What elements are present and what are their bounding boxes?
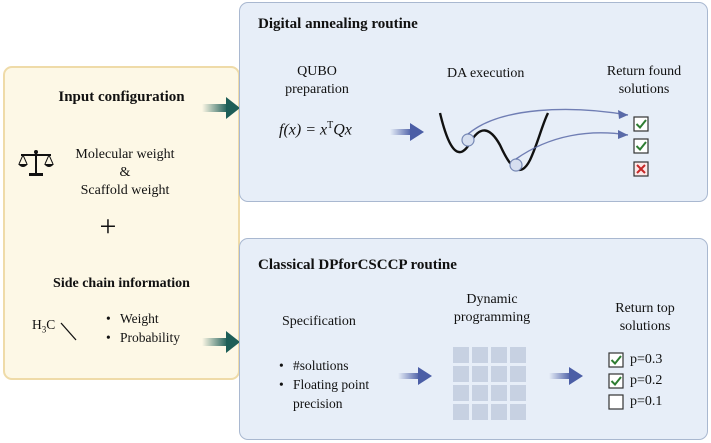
bullet-floating-point: Floating point (293, 375, 369, 394)
dp-table-grid (453, 347, 526, 420)
side-chain-title: Side chain information (53, 276, 190, 291)
specification-bullets: #solutions Floating point precision (279, 356, 369, 413)
grid-cell (491, 347, 507, 363)
methyl-h: H (32, 317, 42, 332)
arrow-to-dp-icon (202, 331, 240, 353)
return-top-line2: solutions (619, 319, 671, 334)
qubo-line2: preparation (285, 82, 349, 97)
solution-label: p=0.2 (630, 372, 663, 388)
qubo-formula: f(x) = xTQx (279, 120, 352, 139)
grid-cell (491, 366, 507, 382)
grid-cell (472, 385, 488, 401)
grid-cell (453, 385, 469, 401)
qubo-line1: QUBO (297, 64, 337, 79)
check-icon (633, 116, 649, 132)
formula-lhs: f(x) = x (279, 121, 328, 139)
weight-description: Molecular weight & Scaffold weight (60, 146, 190, 200)
grid-cell (453, 366, 469, 382)
return-found-solutions-label: Return found solutions (589, 63, 699, 99)
balance-scale-icon (18, 150, 54, 176)
solution-row: p=0.1 (608, 391, 662, 412)
grid-cell (472, 366, 488, 382)
grid-cell (453, 404, 469, 420)
return-top-solutions-label: Return top solutions (590, 300, 700, 336)
grid-cell (510, 404, 526, 420)
bullet-precision: precision (293, 396, 343, 411)
energy-landscape-diagram (438, 108, 629, 172)
bullet-solutions: #solutions (293, 356, 369, 375)
grid-cell (491, 385, 507, 401)
cross-icon (633, 161, 649, 177)
dynamic-line2: programming (453, 310, 531, 325)
arrow-to-da-exec-icon (390, 123, 424, 141)
molecular-weight-label: Molecular weight (75, 147, 175, 162)
check-icon (633, 138, 649, 154)
checkbox-checked-icon (608, 372, 624, 389)
grid-cell (510, 385, 526, 401)
solution-row: p=0.2 (608, 370, 662, 391)
da-execution-label: DA execution (447, 66, 525, 81)
solution-label: p=0.3 (630, 351, 663, 367)
checkbox-checked-icon (608, 351, 624, 368)
bullet-probability: Probability (120, 328, 180, 347)
side-chain-bullets: Weight Probability (106, 309, 180, 347)
checkbox-empty-icon (608, 393, 624, 410)
top-solutions-list: p=0.3 p=0.2 p=0.1 (608, 349, 662, 412)
qubo-preparation-label: QUBO preparation (272, 63, 362, 99)
formula-transpose: T (327, 120, 334, 131)
return-top-line1: Return top (615, 301, 675, 316)
grid-cell (472, 347, 488, 363)
solution-label: p=0.1 (630, 393, 663, 409)
formula-rhs: Qx (333, 121, 352, 139)
grid-cell (491, 404, 507, 420)
arrow-to-top-solutions-icon (549, 367, 583, 385)
bond-line-icon (60, 322, 77, 341)
input-configuration-title: Input configuration (58, 89, 185, 105)
solution-row: p=0.3 (608, 349, 662, 370)
plus-sign: + (99, 210, 117, 243)
methyl-subscript: 3 (41, 324, 47, 335)
dynamic-programming-label: Dynamic programming (442, 291, 542, 327)
dynamic-line1: Dynamic (466, 292, 518, 307)
bullet-weight: Weight (120, 309, 180, 328)
da-title: Digital annealing routine (258, 16, 418, 32)
arrow-to-dp-grid-icon (398, 367, 432, 385)
return-found-line1: Return found (606, 64, 682, 79)
dp-title: Classical DPforCSCCP routine (258, 257, 457, 273)
scaffold-weight-label: Scaffold weight (80, 183, 170, 198)
return-found-line2: solutions (618, 82, 670, 97)
digital-annealing-panel (239, 2, 708, 202)
grid-cell (510, 366, 526, 382)
grid-cell (453, 347, 469, 363)
arrow-to-da-icon (202, 97, 240, 119)
methyl-c: C (46, 317, 56, 332)
ampersand-label: & (119, 165, 131, 180)
methyl-group-label: H3C (32, 317, 55, 335)
grid-cell (472, 404, 488, 420)
specification-label: Specification (282, 314, 356, 329)
grid-cell (510, 347, 526, 363)
